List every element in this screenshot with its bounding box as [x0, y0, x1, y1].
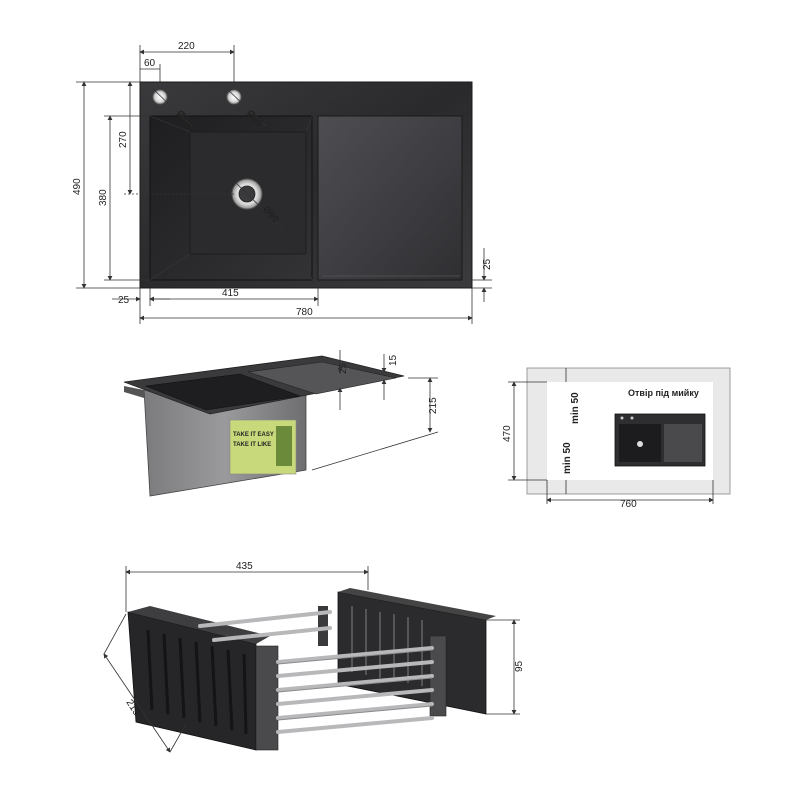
- dim-215-side: 215: [428, 397, 439, 414]
- basket-rods: [198, 610, 434, 734]
- dim-415: 415: [222, 288, 239, 299]
- dim-380: 380: [98, 189, 109, 206]
- min-50-bottom: min 50: [562, 442, 573, 474]
- dim-15-side: 15: [388, 354, 399, 366]
- drainboard: [317, 115, 463, 281]
- dim-25-right: 25: [482, 258, 493, 270]
- basket-view: 435 215 95: [103, 561, 525, 753]
- dim-780: 780: [296, 307, 313, 318]
- perspective-view: TAKE IT EASY TAKE IT LIKE 25 15 215: [123, 350, 439, 497]
- faucet-hole-right: [226, 89, 242, 105]
- dim-25-side: 25: [338, 362, 349, 374]
- dim-220: 220: [178, 41, 195, 52]
- faucet-hole-left: [152, 89, 168, 105]
- dim-25-bottom: 25: [118, 295, 130, 306]
- top-view: Ø28 Ø35 Ø90 220 60 490 270 380 25: [72, 41, 493, 324]
- dim-95: 95: [514, 660, 525, 672]
- dim-760: 760: [620, 499, 637, 510]
- cutout-view: Отвір під мийку min 50 min 50 470 760: [502, 367, 731, 510]
- basket-end-cap-left: [255, 645, 279, 751]
- dim-490: 490: [72, 178, 83, 195]
- label-line-2: TAKE IT LIKE: [233, 442, 271, 448]
- dim-60: 60: [144, 58, 156, 69]
- label-line-1: TAKE IT EASY: [233, 432, 274, 438]
- dim-270: 270: [118, 131, 129, 148]
- min-50-top: min 50: [570, 392, 581, 424]
- dim-470: 470: [502, 425, 513, 442]
- cutout-title: Отвір під мийку: [628, 388, 699, 398]
- dim-435: 435: [236, 561, 253, 572]
